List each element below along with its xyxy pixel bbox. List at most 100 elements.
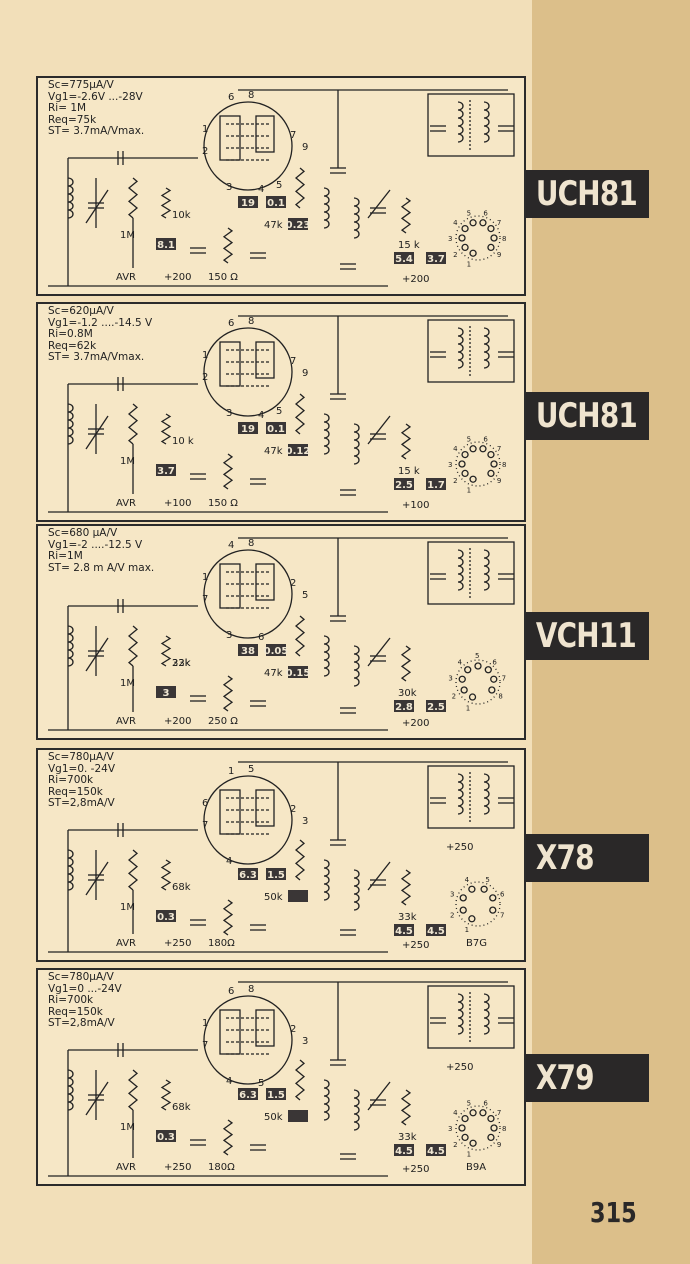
pin-number: 7 — [202, 1040, 208, 1051]
tube-label-uch81-a: UCH81 — [526, 170, 649, 218]
socket-pin-number: 7 — [497, 219, 501, 227]
value-box: 0.12 — [286, 444, 310, 457]
value-box-value: 3.7 — [157, 466, 175, 477]
value-box-value: 4.5 — [427, 926, 445, 937]
supply-plus-label: +100 — [164, 498, 191, 509]
socket-pin-number: 8 — [502, 235, 506, 243]
pin-number: 3 — [226, 630, 232, 641]
value-circle-value: 19 — [241, 424, 255, 435]
avr-label: AVR — [116, 716, 136, 727]
value-box: 0.1 — [266, 422, 286, 435]
socket-pin-number: 6 — [500, 891, 505, 899]
tube-label-x79: X79 — [526, 1054, 649, 1102]
supply-plus-label: +200 — [164, 716, 191, 727]
tube-envelope — [203, 775, 293, 865]
value-box: 0.15 — [286, 666, 311, 679]
parameter-line: ST=2,8mA/V — [48, 797, 115, 809]
pin-number: 7 — [202, 820, 208, 831]
value-circle-value: 19 — [241, 198, 255, 209]
pin-number: 1 — [202, 350, 208, 361]
socket-pin-number: 8 — [498, 693, 502, 701]
parameter-line: Ri=700k — [48, 994, 94, 1006]
value-box: 0.23 — [286, 218, 310, 231]
value-box-value: 3.7 — [427, 254, 445, 265]
socket-pin-number: 4 — [465, 876, 470, 884]
parameter-line: Ri= 1M — [48, 102, 87, 114]
pin-number: 5 — [248, 764, 254, 775]
grid-resistor-label: 1M — [120, 230, 135, 241]
pin-number: 1 — [202, 572, 208, 583]
pin-number: 8 — [248, 984, 254, 995]
parameter-line: Vg1=-2.6V ...-28V — [48, 90, 143, 103]
cathode-resistor-label: 150 Ω — [208, 272, 238, 283]
value-circle-value: 6.3 — [239, 870, 257, 881]
oscillator-resistor-label: 68k — [172, 1102, 191, 1113]
cathode-resistor-label: 180Ω — [208, 1162, 235, 1173]
socket-pin-number: 5 — [467, 1099, 471, 1107]
socket-pin-number: 5 — [475, 652, 479, 660]
tube-label-uch81-b: UCH81 — [526, 392, 649, 440]
pin-number: 7 — [202, 594, 208, 605]
socket-pin-number: 7 — [502, 674, 506, 682]
socket-pin-number: 5 — [467, 209, 471, 217]
value-box-value: 2.5 — [395, 480, 413, 491]
socket-pin-number: 4 — [453, 445, 458, 453]
grid-resistor-label: 1M — [120, 456, 135, 467]
tube-label-x78: X78 — [526, 834, 649, 882]
value-box: 0.1 — [266, 196, 286, 209]
socket-pin-number: 2 — [453, 251, 457, 259]
value-circle-value: 38 — [241, 646, 255, 657]
parameter-line: ST=2,8mA/V — [48, 1017, 115, 1029]
parameter-line: Req=62k — [48, 339, 97, 352]
pin-number: 4 — [258, 410, 264, 421]
value-circle: 6.3 — [238, 1088, 258, 1101]
pin-number: 4 — [226, 856, 232, 867]
value-box-value: 8.1 — [157, 240, 175, 251]
pin-number: 3 — [302, 816, 308, 827]
pin-number: 3 — [226, 408, 232, 419]
socket-pin-number: 7 — [500, 911, 504, 919]
value-box: 4.5 — [426, 924, 446, 937]
socket-pin-number: 1 — [465, 926, 469, 934]
pin-number: 3 — [226, 182, 232, 193]
value-box-value: 3 — [163, 688, 170, 699]
pin-number: 6 — [228, 92, 234, 103]
pin-number: 6 — [228, 318, 234, 329]
pin-number: 8 — [248, 538, 254, 549]
oscillator-resistor-label: 10k — [172, 210, 191, 221]
value-box: 2.5 — [426, 700, 446, 713]
value-box-value: 4.5 — [395, 1146, 413, 1157]
pin-number: 4 — [226, 1076, 232, 1087]
load-resistor-label: 15 k — [398, 240, 420, 251]
value-box-value: 1.5 — [267, 870, 285, 881]
supply-label: +200 — [402, 718, 429, 729]
socket-diagram — [455, 215, 501, 261]
pin-number: 2 — [290, 578, 296, 589]
socket-pin-number: 5 — [467, 435, 471, 443]
grid-resistor-label: 1M — [120, 902, 135, 913]
parameter-line: Sc=780µA/V — [48, 751, 114, 763]
value-box: 2.8 — [394, 700, 414, 713]
supply-plus-label: +200 — [164, 272, 191, 283]
value-box: 0.3 — [156, 910, 176, 923]
value-box-value: 2.8 — [395, 702, 413, 713]
value-box-value: 4.5 — [427, 1146, 445, 1157]
value-box-value: 0.1 — [267, 198, 285, 209]
supply-label: +200 — [402, 274, 429, 285]
socket-pin-number: 1 — [467, 1151, 471, 1159]
value-box: 1.5 — [266, 868, 286, 881]
socket-pin-number: 2 — [453, 1141, 457, 1149]
parameter-line: Req=150k — [48, 785, 103, 798]
value-box-value: 0.15 — [286, 668, 311, 679]
value-box: 1.5 — [266, 1088, 286, 1101]
parameter-line: Req=150k — [48, 1005, 103, 1018]
load-resistor-label: 30k — [398, 688, 417, 699]
socket-diagram — [455, 441, 501, 487]
pin-number: 3 — [302, 1036, 308, 1047]
tube-label-vch11: VCH11 — [526, 612, 649, 660]
